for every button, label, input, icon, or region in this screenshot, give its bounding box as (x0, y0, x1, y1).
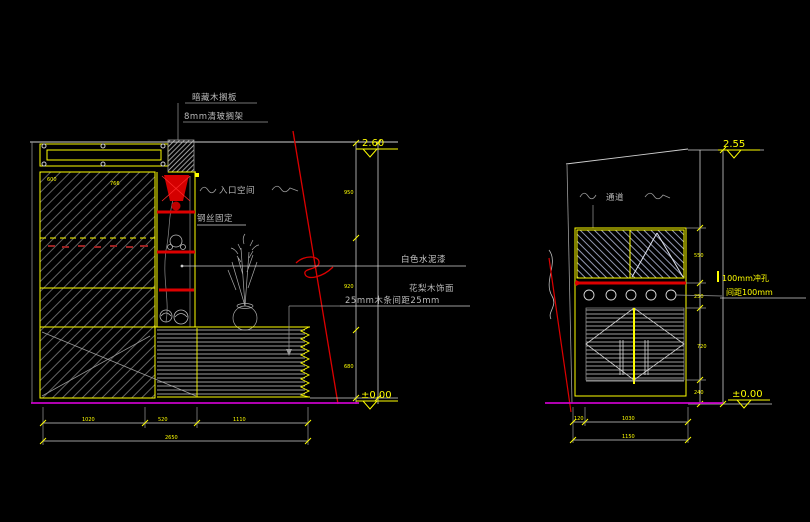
level-floor-left-view: ±0.00 (356, 390, 398, 410)
passage-annotation: 通道 (579, 192, 671, 203)
display-niche (156, 172, 196, 327)
punched-holes (583, 289, 677, 301)
veneer-annotation: 花梨木饰面 25mm木条间距25mm (286, 283, 470, 356)
hatched-column (167, 139, 195, 173)
level-floor-value: ±0.00 (361, 390, 392, 401)
level-triangle (361, 148, 379, 158)
cabinet (574, 227, 723, 397)
dim-ticks (696, 146, 727, 408)
break-curve (548, 249, 555, 320)
wire-label: 钢丝固定 (197, 213, 233, 224)
left-boundary (566, 164, 573, 404)
veneer-label: 花梨木饰面 (409, 283, 454, 294)
level-triangle (735, 399, 753, 409)
bottom-dim-2: 1030 (622, 416, 635, 422)
right-dim-4: 240 (694, 390, 704, 396)
level-top-value: 2.55 (723, 139, 745, 150)
inner-dim-1: 600 (47, 177, 57, 183)
entry-space-label: 入口空间 (219, 185, 255, 196)
leader-arrow (286, 349, 292, 356)
door-chevron (631, 232, 684, 278)
level-triangle (725, 149, 743, 159)
right-dim-1: 950 (344, 190, 354, 196)
bottom-dim-total: 1150 (622, 434, 635, 440)
wire-annotation: 钢丝固定 (197, 213, 246, 226)
bottom-dim-2: 520 (158, 417, 168, 423)
plant-vase (227, 233, 260, 331)
holes-label-2: 间距100mm (726, 288, 773, 297)
ceiling-beam (39, 143, 169, 167)
spotlight (161, 175, 191, 211)
right-dim-3: 680 (344, 364, 354, 370)
bottom-dim-1: 120 (574, 416, 584, 422)
note-top-label: 暗藏木搁板 (192, 92, 237, 103)
right-elevation: 通道 (545, 139, 806, 444)
inner-dim-2: 766 (110, 181, 120, 187)
holes-label-1: 100mm冲孔 (722, 273, 769, 283)
note-glass-label: 8mm清玻搁架 (184, 111, 243, 122)
break-squiggle-right (271, 185, 299, 193)
bottom-dim-1: 1020 (82, 417, 95, 423)
holes-leader (675, 294, 723, 297)
break-squiggle-left (199, 186, 217, 194)
beam-bolts (41, 143, 166, 167)
right-dim-1: 550 (694, 253, 704, 259)
wall-red-dashes (48, 245, 148, 248)
dim-ticks (352, 139, 382, 402)
left-view-bottom-dims: 1020 520 1110 2650 (39, 407, 312, 445)
section-break-symbol (295, 256, 334, 279)
left-elevation: 600 766 (30, 92, 470, 445)
paint-annotation: 白色水泥漆 (180, 254, 466, 268)
level-top-left-view: 2.60 (356, 138, 398, 158)
level-triangle (361, 400, 379, 410)
right-dim-2: 250 (694, 294, 704, 300)
top-slanted-line (565, 148, 689, 165)
right-view-bottom-dims: 120 1030 1150 (569, 407, 692, 444)
niche-ornaments (159, 234, 189, 325)
slat-cabinet (40, 326, 311, 398)
level-top-right-view: 2.55 (718, 139, 760, 159)
holes-annotation: 100mm冲孔 间距100mm (717, 271, 806, 299)
level-floor-right-view: ±0.00 (728, 389, 770, 409)
slat-spacing-label: 25mm木条间距25mm (345, 295, 440, 306)
dim-ticks (39, 419, 312, 445)
passage-label: 通道 (606, 192, 624, 203)
level-floor-value: ±0.00 (732, 389, 763, 400)
column-marker (195, 173, 199, 177)
level-top-value: 2.60 (362, 138, 384, 149)
hatched-wall-panel (39, 171, 156, 399)
lower-doors (585, 307, 685, 384)
bottom-dim-total: 2650 (165, 435, 178, 441)
paint-label: 白色水泥漆 (401, 254, 446, 265)
red-shelves (157, 210, 195, 292)
dim-ticks (569, 418, 692, 444)
left-view-right-dims: 950 920 680 (310, 139, 398, 404)
section-cut-line (548, 257, 572, 413)
right-dim-2: 920 (344, 284, 354, 290)
right-dim-3: 720 (697, 344, 707, 350)
red-band-arrow (576, 280, 582, 286)
entry-space-annotation: 入口空间 (199, 185, 299, 196)
slat-end-zigzag (299, 326, 311, 398)
top-annotations: 暗藏木搁板 8mm清玻搁架 (177, 92, 268, 140)
door-handles (619, 340, 649, 375)
bottom-dim-3: 1110 (233, 417, 246, 423)
break-squiggle-left (579, 192, 597, 200)
break-squiggle-right (644, 192, 671, 200)
